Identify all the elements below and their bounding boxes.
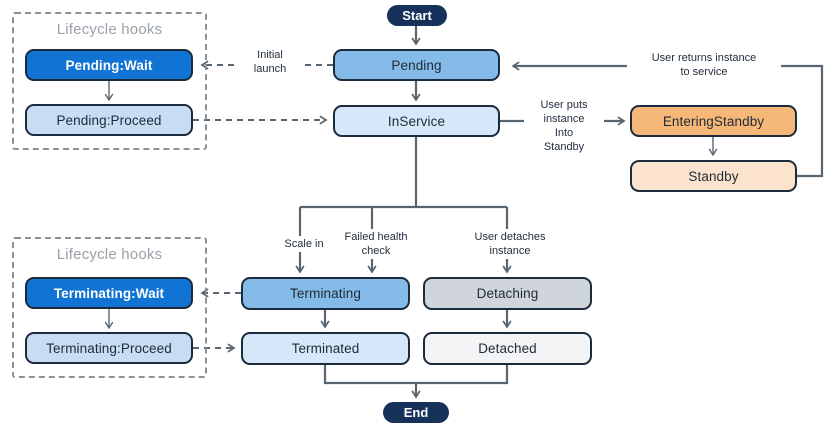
end-terminal: End [383,402,449,423]
state-pending-proceed: Pending:Proceed [25,104,193,136]
state-terminating: Terminating [241,277,410,310]
terminating-lifecycle-hooks-group: Lifecycle hooks [12,237,207,378]
edge-label-scale-in: Scale in [275,236,333,252]
state-pending-wait: Pending:Wait [25,49,193,81]
state-entering-standby: EnteringStandby [630,105,797,137]
edge-label-failed-health-check: Failed health check [330,229,422,259]
state-pending: Pending [333,49,500,81]
state-terminating-proceed: Terminating:Proceed [25,332,193,364]
state-terminated: Terminated [241,332,410,365]
edge-label-user-returns: User returns instance to service [627,50,781,80]
state-detached: Detached [423,332,592,365]
start-terminal: Start [387,5,447,26]
state-standby: Standby [630,160,797,192]
state-terminating-wait: Terminating:Wait [25,277,193,309]
pending-hooks-title: Lifecycle hooks [56,21,163,38]
state-inservice: InService [333,105,500,137]
edge-label-user-puts-standby: User puts instance Into Standby [524,97,604,155]
edge-label-user-detaches: User detaches instance [456,229,564,259]
terminating-hooks-title: Lifecycle hooks [56,246,163,263]
edge-label-initial-launch: Initial launch [237,47,303,77]
state-detaching: Detaching [423,277,592,310]
pending-lifecycle-hooks-group: Lifecycle hooks [12,12,207,150]
